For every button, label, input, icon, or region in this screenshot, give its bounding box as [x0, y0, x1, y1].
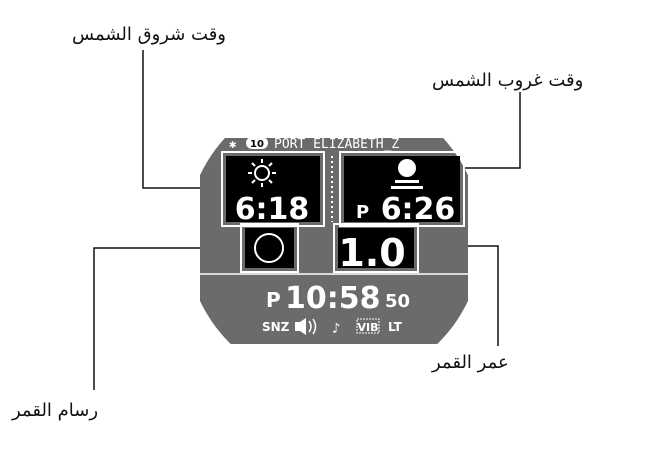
callout-moon-age: عمر القمر — [432, 352, 509, 373]
moon-age-leader — [420, 245, 499, 346]
sunrise-panel — [226, 156, 320, 222]
time-seconds: 50 — [385, 291, 410, 312]
callout-lines — [93, 50, 521, 390]
snz-indicator: SNZ — [262, 320, 290, 334]
vib-indicator: VIB — [358, 321, 379, 334]
sunset-icon — [391, 159, 423, 189]
moon-age-frame — [333, 223, 419, 273]
moon-age-panel — [338, 228, 414, 268]
callout-sunrise-time: وقت شروق الشمس — [72, 24, 226, 45]
sunrise-frame — [221, 151, 325, 227]
time-am-pm: P — [266, 288, 281, 312]
moon-phase-panel — [245, 228, 294, 268]
sun-icon — [248, 159, 276, 187]
sunset-leader — [462, 92, 521, 169]
city-name: PORT ELIZABETH_Z — [274, 137, 399, 152]
sunset-am-pm: P — [356, 202, 369, 223]
moon-phase-frame — [240, 223, 299, 273]
sunset-frame — [339, 151, 465, 227]
status-row: SNZ ♪ VIB LT — [262, 318, 403, 337]
sunrise-leader — [142, 50, 226, 189]
moon-phase-leader — [93, 247, 246, 390]
sunset-panel — [344, 156, 460, 222]
bluetooth-icon: ✱ — [229, 137, 236, 151]
moon-icon — [254, 233, 284, 263]
sunrise-time: 6:18 — [235, 192, 310, 227]
callout-moon-phase: رسام القمر — [12, 400, 99, 421]
lt-indicator: LT — [388, 320, 403, 334]
top-bar: ✱ 10 PORT ELIZABETH_Z — [229, 137, 399, 152]
watch-face: ✱ 10 PORT ELIZABETH_Z 6:18 P — [200, 137, 468, 344]
music-note-icon: ♪ — [332, 321, 340, 337]
mode-badge — [246, 138, 268, 149]
sunset-time: 6:26 — [381, 192, 456, 227]
callout-sunset-time: وقت غروب الشمس — [432, 70, 584, 91]
main-time: 10:58 — [285, 281, 381, 316]
mode-badge-text: 10 — [250, 139, 264, 150]
moon-age-value: 1.0 — [338, 231, 405, 275]
alarm-sound-icon — [295, 318, 317, 335]
vib-box — [356, 318, 380, 334]
watch-bezel — [200, 138, 468, 344]
